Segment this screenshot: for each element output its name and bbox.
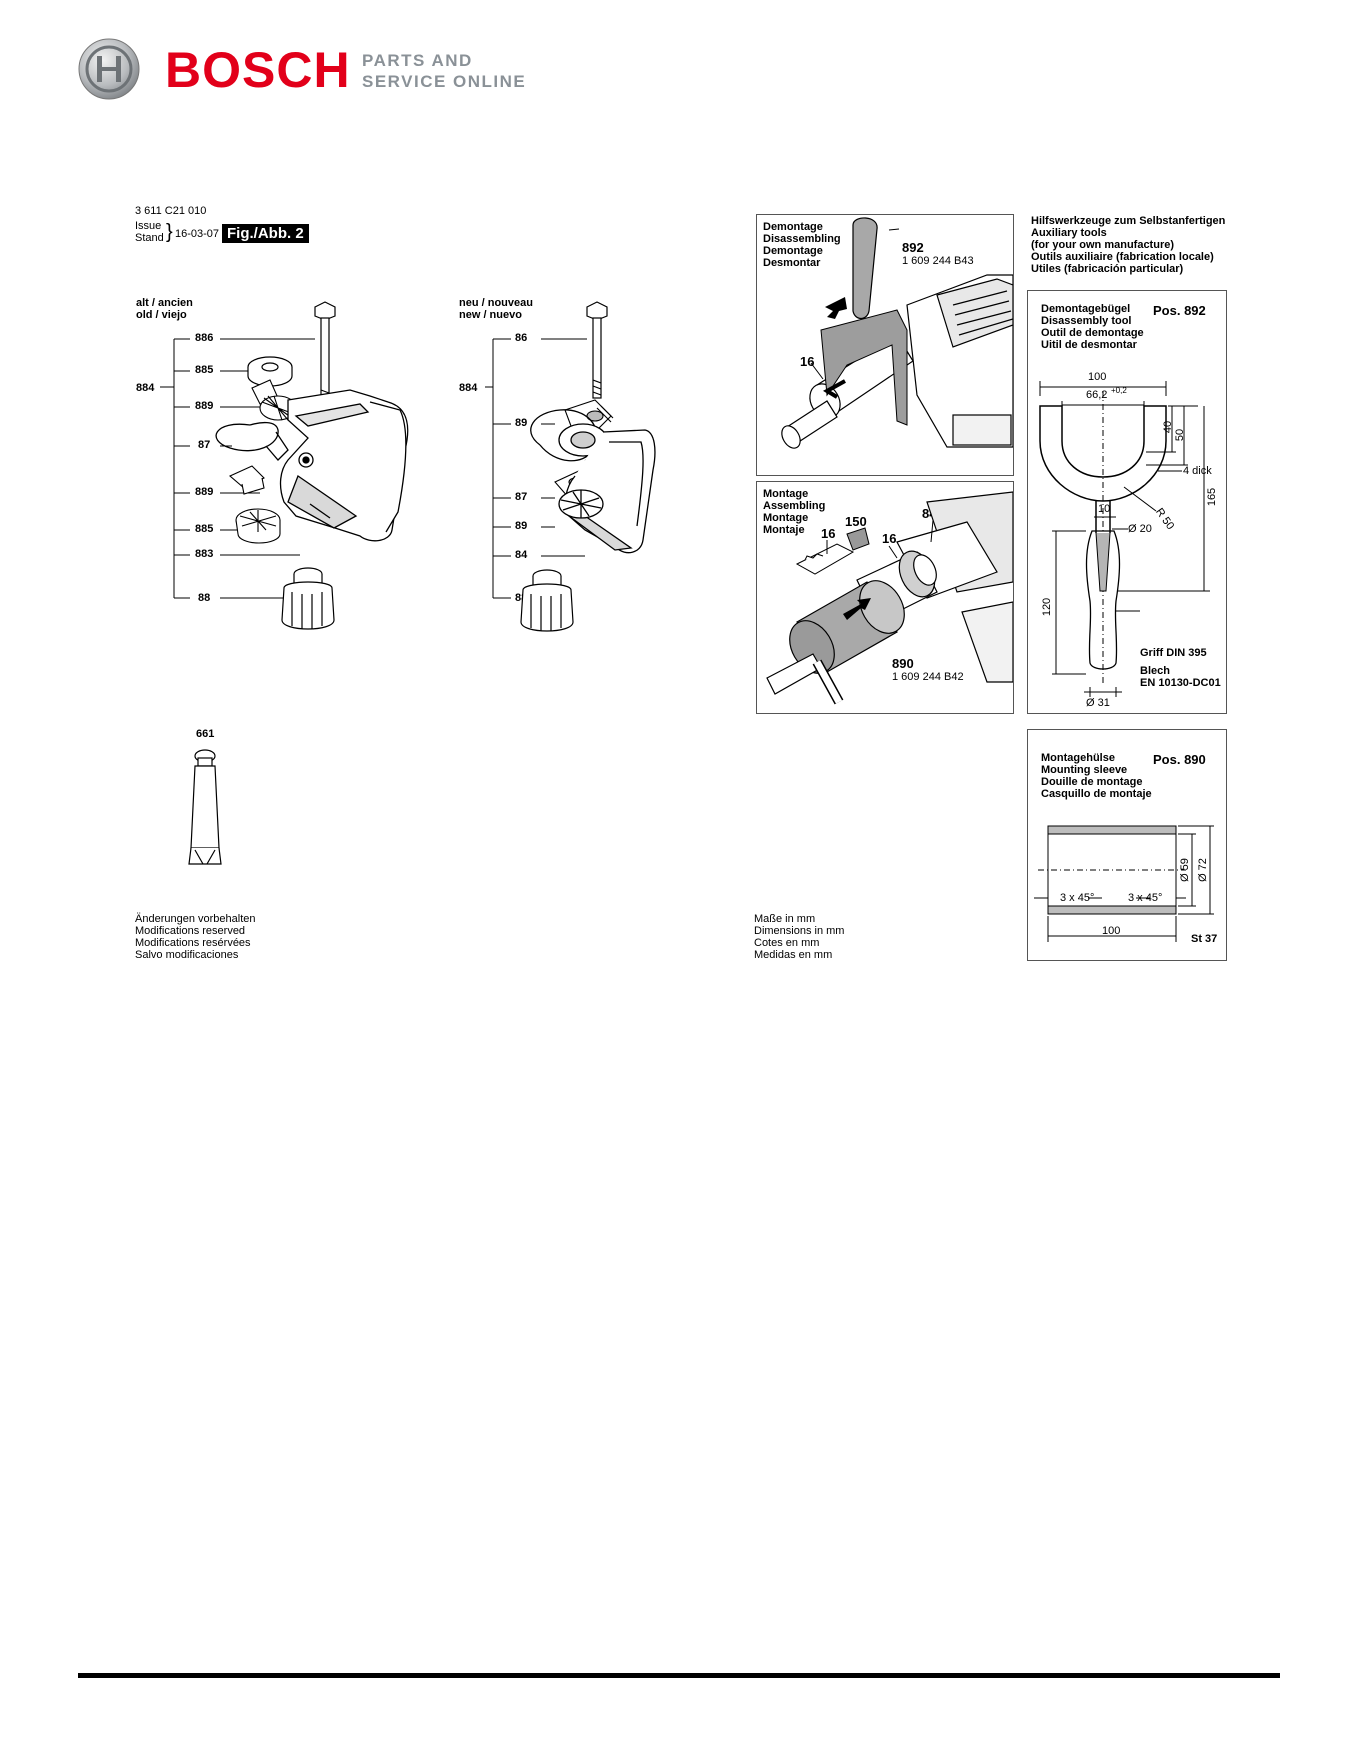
disassembly-tool-number: 1 609 244 B43 bbox=[902, 255, 974, 267]
old-title-2: old / viejo bbox=[136, 309, 187, 321]
chamfer-left: 3 x 45° bbox=[1060, 892, 1095, 904]
dim-31: Ø 31 bbox=[1086, 697, 1110, 709]
old-label: 885 bbox=[195, 523, 214, 535]
disassembly-drawing bbox=[781, 217, 1013, 449]
old-label: 883 bbox=[195, 548, 214, 560]
grease-tube-icon bbox=[188, 749, 222, 865]
old-label: 885 bbox=[195, 364, 214, 376]
grip-spec: Griff DIN 395 bbox=[1140, 647, 1207, 659]
issue-date: 16-03-07 bbox=[175, 228, 220, 240]
disassembly-part-label: 16 bbox=[800, 354, 815, 369]
dim-inner: 66,2 bbox=[1086, 389, 1108, 401]
assembly-panel: Montage Assembling Montage Montaje 16 15… bbox=[756, 481, 1014, 714]
disassembly-tool-panel: Demontagebügel Disassembly tool Outil de… bbox=[1027, 290, 1227, 714]
new-label: 89 bbox=[515, 417, 528, 429]
disassembly-tool-pos: 892 bbox=[902, 240, 924, 255]
old-assembly-drawing bbox=[160, 301, 409, 630]
mounting-sleeve-heading: Montagehülse Mounting sleeve Douille de … bbox=[1041, 752, 1152, 800]
sheet-label: Blech bbox=[1140, 665, 1170, 677]
new-label: 89 bbox=[515, 520, 528, 532]
sheet-spec: EN 10130-DC01 bbox=[1140, 677, 1221, 689]
old-label: 889 bbox=[195, 400, 214, 412]
dim-20: Ø 20 bbox=[1128, 523, 1152, 535]
mounting-sleeve-panel: Montagehülse Mounting sleeve Douille de … bbox=[1027, 729, 1227, 961]
bosch-armature-icon bbox=[78, 38, 140, 100]
brand-subtitle: PARTS AND SERVICE ONLINE bbox=[362, 51, 527, 91]
dim-50: 50 bbox=[1174, 428, 1187, 442]
old-title-1: alt / ancien bbox=[136, 297, 193, 309]
disassembly-tool-heading: Demontagebügel Disassembly tool Outil de… bbox=[1041, 303, 1144, 351]
assembly-label: 16 bbox=[882, 531, 897, 546]
notes-left: Änderungen vorbehalten Modifications res… bbox=[135, 913, 256, 961]
assembly-label: 150 bbox=[845, 514, 867, 529]
sleeve-length: 100 bbox=[1102, 925, 1121, 937]
footer-rule bbox=[78, 1673, 1280, 1678]
disassembly-tool-drawing bbox=[1039, 381, 1210, 697]
old-label: 88 bbox=[198, 592, 211, 604]
new-group-label: 884 bbox=[459, 382, 478, 394]
dim-10: 10 bbox=[1098, 503, 1111, 515]
mounting-sleeve-pos: Pos. 890 bbox=[1153, 752, 1206, 767]
assembly-heading: Montage Assembling Montage Montaje bbox=[763, 488, 826, 536]
old-label: 87 bbox=[198, 439, 211, 451]
new-title-1: neu / nouveau bbox=[459, 297, 533, 309]
new-label: 86 bbox=[515, 332, 528, 344]
assembly-tool-pos: 890 bbox=[892, 656, 914, 671]
old-label: 889 bbox=[195, 486, 214, 498]
figure-badge: Fig./Abb. 2 bbox=[222, 224, 309, 243]
new-title-2: new / nuevo bbox=[459, 309, 522, 321]
disassembly-tool-pos: Pos. 892 bbox=[1153, 303, 1206, 318]
grease-label: 661 bbox=[196, 728, 215, 740]
sleeve-outer-diameter: Ø 72 bbox=[1196, 858, 1209, 882]
new-label: 87 bbox=[515, 491, 528, 503]
mounting-sleeve-drawing bbox=[1034, 825, 1214, 942]
sleeve-inner-diameter: Ø 59 bbox=[1178, 858, 1191, 882]
assembly-drawing bbox=[766, 491, 1013, 705]
old-group-label: 884 bbox=[136, 382, 155, 394]
disassembly-panel: Demontage Disassembling Demontage Desmon… bbox=[756, 214, 1014, 476]
old-label: 886 bbox=[195, 332, 214, 344]
disassembly-heading: Demontage Disassembling Demontage Desmon… bbox=[763, 221, 841, 269]
new-assembly-drawing bbox=[485, 301, 656, 632]
bosch-logo bbox=[78, 38, 140, 100]
dim-width: 100 bbox=[1088, 371, 1107, 383]
stand-label: Stand bbox=[135, 232, 164, 244]
aux-tools-heading: Hilfswerkzeuge zum Selbstanfertigen Auxi… bbox=[1031, 215, 1226, 275]
brace-glyph: } bbox=[166, 221, 173, 243]
issue-label: Issue bbox=[135, 220, 162, 232]
dim-120: 120 bbox=[1041, 597, 1054, 617]
dim-thickness: 4 dick bbox=[1183, 465, 1212, 477]
brand-name: BOSCH bbox=[165, 42, 351, 98]
new-label: 84 bbox=[515, 549, 528, 561]
chamfer-right: 3 x 45° bbox=[1128, 892, 1163, 904]
assembly-tool-number: 1 609 244 B42 bbox=[892, 671, 964, 683]
dim-165: 165 bbox=[1206, 487, 1219, 507]
sleeve-material: St 37 bbox=[1191, 933, 1218, 945]
dim-tolerance: +0,2 bbox=[1111, 386, 1127, 395]
notes-right: Maße in mm Dimensions in mm Cotes en mm … bbox=[754, 913, 845, 961]
assembly-label: 16 bbox=[821, 526, 836, 541]
part-number: 3 611 C21 010 bbox=[135, 205, 207, 217]
dim-40: 40 bbox=[1162, 420, 1175, 434]
